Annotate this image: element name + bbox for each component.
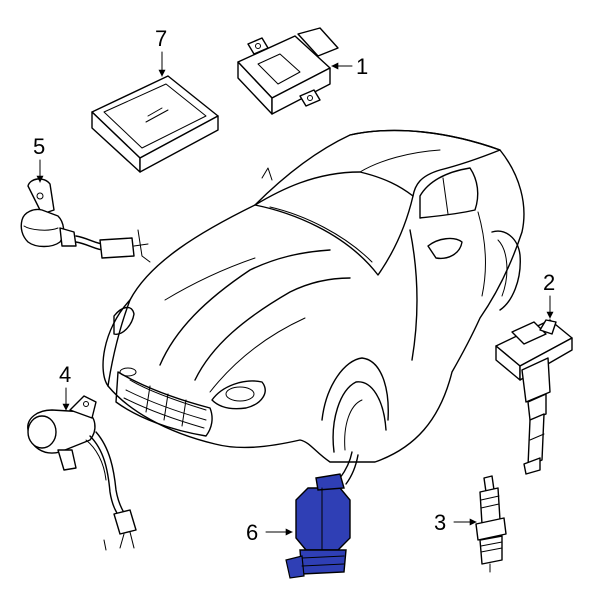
car-illustration [102,129,525,463]
callout-6: 6 [246,520,258,545]
callout-7: 7 [155,26,167,51]
callout-3: 3 [434,510,446,535]
callout-5: 5 [33,134,45,159]
callout-arrows [36,51,554,536]
part-4-crank-sensor [27,395,137,551]
part-3-spark-plug [475,475,507,573]
callout-4: 4 [59,362,71,387]
part-1-ignition-module [237,27,339,115]
callout-2: 2 [543,270,555,295]
callout-1: 1 [356,54,368,79]
part-2-ignition-coil [495,319,573,475]
part-7-control-module [91,75,219,173]
part-6-temperature-sensor-highlighted [285,451,359,579]
part-5-position-sensor [20,178,151,263]
